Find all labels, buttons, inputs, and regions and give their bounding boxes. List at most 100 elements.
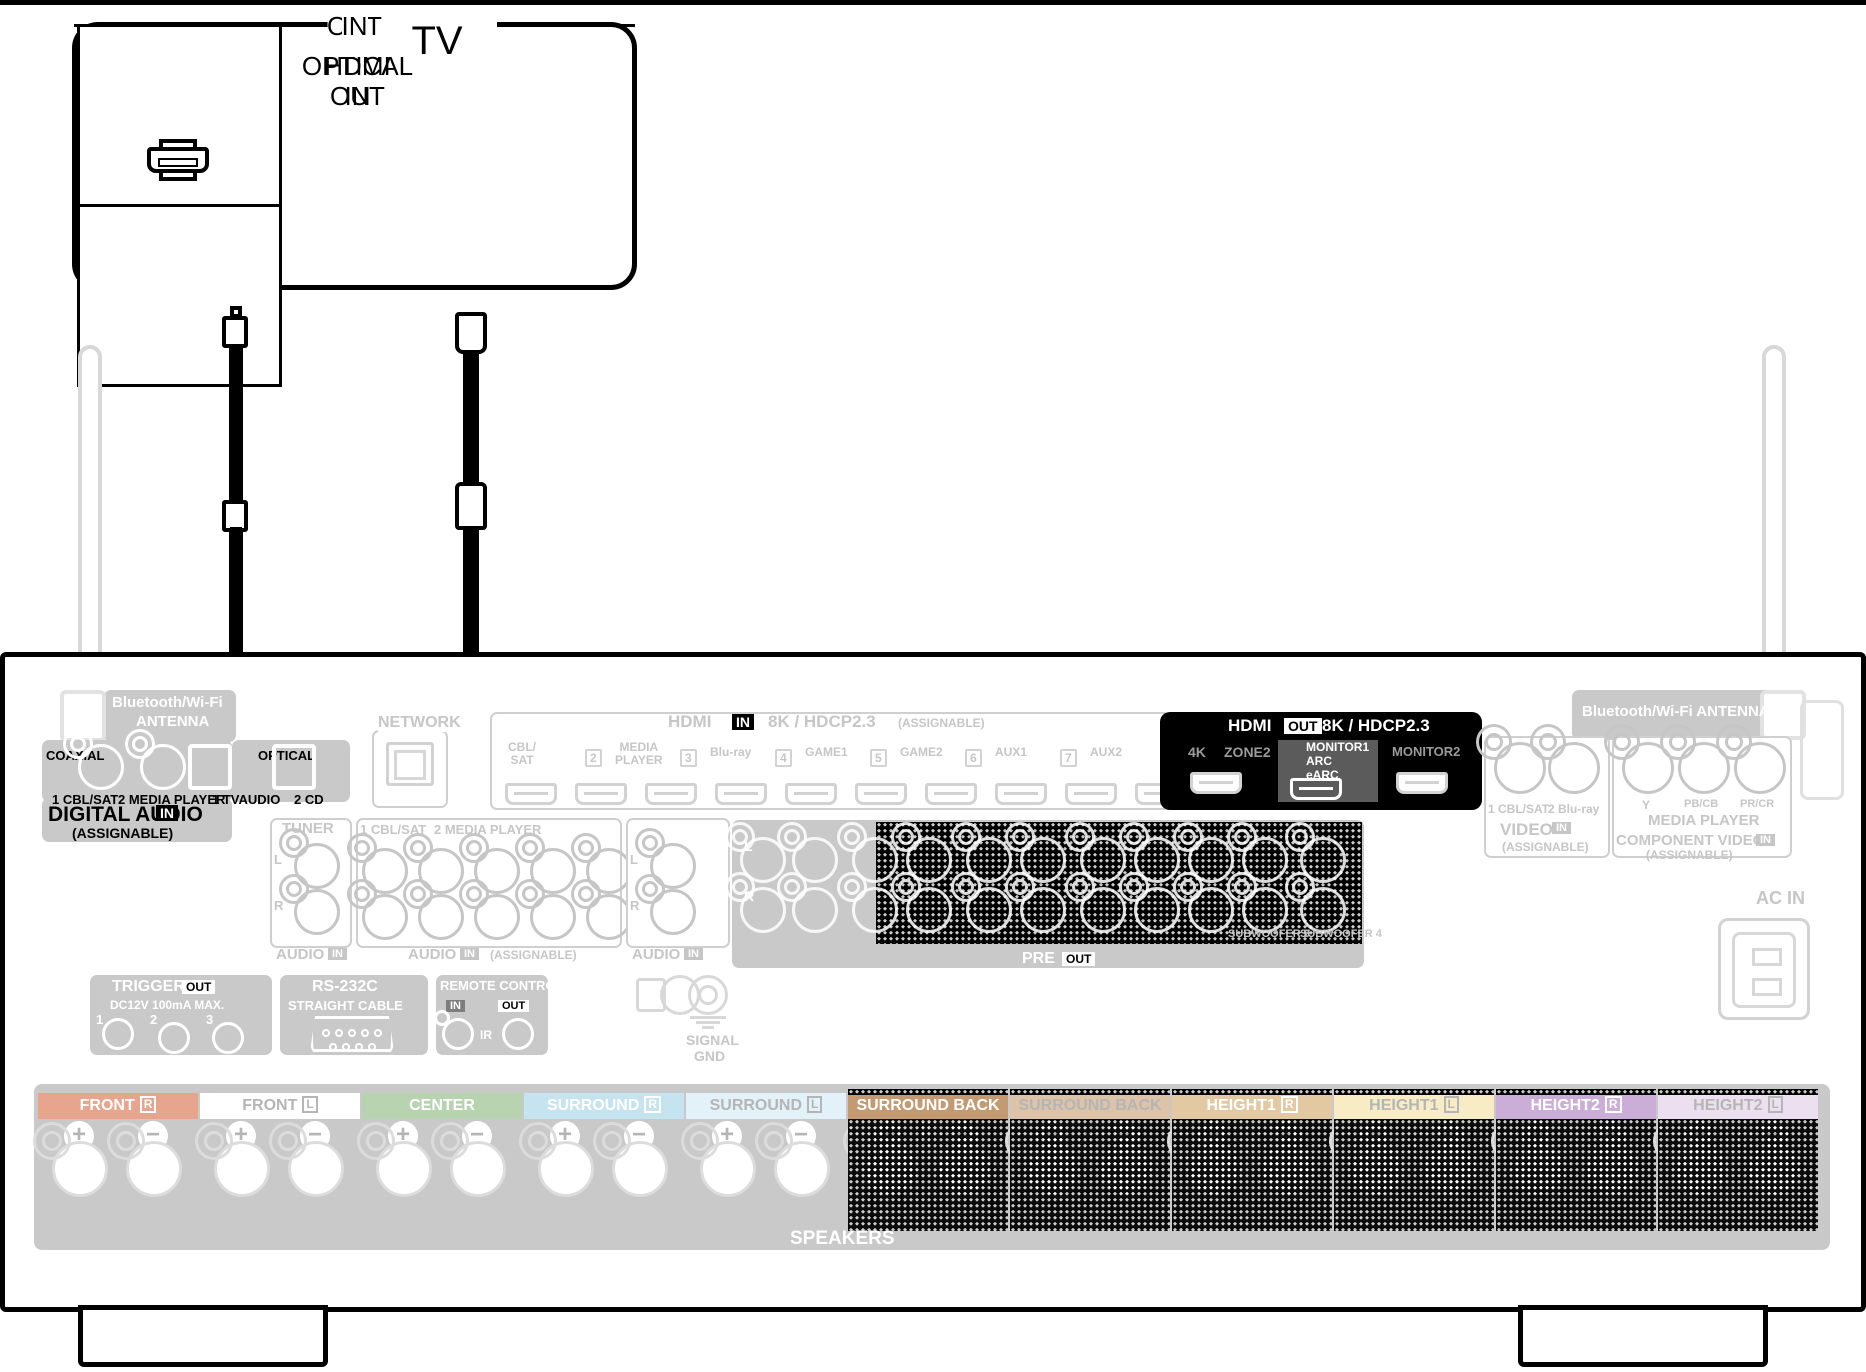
trigger-out-jack-1[interactable] <box>102 1018 134 1050</box>
hdmi-in-port-label-10: AUX1 <box>995 745 1028 759</box>
db9-pin-top-3 <box>361 1029 369 1037</box>
component-video-tag: IN <box>1756 834 1775 846</box>
speaker-terminal-mask-10 <box>1658 1119 1818 1231</box>
hdmi-in-port-3[interactable] <box>715 783 767 805</box>
speaker-terminal-mask-9 <box>1496 1119 1656 1231</box>
hdmi-in-spec: 8K / HDCP2.3 <box>768 712 876 731</box>
receiver-foot-left <box>78 1305 328 1367</box>
ac-in-pin-2 <box>1752 978 1782 996</box>
ground-terminal-ring3 <box>698 985 718 1005</box>
trigger-out-title: TRIGGER <box>112 978 185 995</box>
db9-pin-top-4 <box>374 1029 382 1037</box>
hdmi-in-port-8[interactable] <box>1065 783 1117 805</box>
speaker-terminal-channel-4: L <box>807 1096 823 1113</box>
audio-in-tuner-right: R <box>274 898 284 913</box>
rs232c-block <box>280 975 428 1055</box>
optical-jack-1-tvaudio[interactable] <box>188 744 232 790</box>
remote-control-title: REMOTE CONTROL <box>440 978 564 993</box>
trigger-out-jack-2[interactable] <box>158 1022 190 1054</box>
pre-out-left: L <box>744 838 753 854</box>
remote-control-out-tag: OUT <box>498 1000 530 1012</box>
digital-audio-title-block <box>42 798 232 842</box>
audio-in-tuner-tag: IN <box>328 948 347 960</box>
hdmi-in-port-5[interactable] <box>855 783 907 805</box>
hdmi-out-spec: 8K / HDCP2.3 <box>1322 716 1430 735</box>
remote-control-out-jack[interactable] <box>502 1018 534 1050</box>
hdmi-in-port-6[interactable] <box>925 783 977 805</box>
digital-audio-title: DIGITAL AUDIO <box>48 803 203 826</box>
trigger-out-tag: OUT <box>182 980 216 994</box>
remote-control-in-tag: IN <box>446 1000 465 1012</box>
network-label: NETWORK <box>378 714 461 732</box>
db9-pin-bottom-0 <box>329 1043 337 1051</box>
antenna-left[interactable] <box>78 345 102 670</box>
pre-out-title: PRE <box>1022 950 1055 967</box>
speaker-terminal-channel-1: L <box>302 1096 318 1113</box>
trigger-out-port-2-label: 3 <box>206 1012 214 1027</box>
hdmi-in-port-1[interactable] <box>575 783 627 805</box>
hdmi-in-port-label-12: AUX2 <box>1090 745 1123 759</box>
ac-in-pin-1 <box>1752 948 1782 966</box>
speaker-terminal-mask-top-8 <box>1334 1089 1494 1095</box>
receiver-foot-right <box>1518 1305 1768 1367</box>
digital-audio-jack-label-3: 2 CD <box>294 792 324 807</box>
rs232c-title: RS-232C <box>312 978 378 995</box>
hdmi-in-port-4[interactable] <box>785 783 837 805</box>
audio-in-assignable-jack-0: 1 CBL/SAT <box>360 822 427 837</box>
ground-terminal-ring2 <box>688 975 728 1015</box>
antenna-right-socket[interactable] <box>1760 690 1806 740</box>
db9-pin-top-1 <box>335 1029 343 1037</box>
audio-in-right-tag: IN <box>684 948 703 960</box>
trigger-out-port-0-label: 1 <box>96 1012 104 1027</box>
hdmi-in-port-label-1: 2 <box>585 749 602 767</box>
hdmi-in-port-7[interactable] <box>995 783 1047 805</box>
component-video-note: (ASSIGNABLE) <box>1646 848 1733 862</box>
tv-optical-label-2: OUT <box>330 81 385 111</box>
speaker-terminal-mask-top-7 <box>1172 1089 1332 1095</box>
speaker-terminal-mask-top-5 <box>848 1089 1008 1095</box>
hdmi-port-icon[interactable] <box>147 147 209 173</box>
speaker-terminal-channel-8: L <box>1443 1096 1459 1113</box>
signal-gnd-label-2: GND <box>694 1048 726 1064</box>
hdmi-out-direction-tag: OUT <box>1284 718 1322 734</box>
component-video-jack-label-1: PB/CB <box>1684 798 1719 810</box>
rs232c-subtitle: STRAIGHT CABLE <box>288 998 403 1013</box>
hdmi-out-port-0-sub: ZONE2 <box>1224 744 1271 760</box>
hdmi-out-port-1-label: MONITOR1 <box>1306 740 1370 754</box>
speaker-terminal-mask-5 <box>848 1119 1008 1231</box>
component-video-jack-label-0: Y <box>1642 798 1651 812</box>
hdmi-out-port-monitor1[interactable] <box>1290 778 1342 800</box>
hdmi-in-port-2[interactable] <box>645 783 697 805</box>
digital-audio-jack-label-2: 1 TVAUDIO <box>212 792 281 807</box>
hdmi-in-port-label-11: 7 <box>1060 749 1077 767</box>
audio-in-right-group-label: AUDIO <box>632 946 681 963</box>
digital-audio-direction-tag: IN <box>156 805 178 821</box>
optical-jack-2-cd[interactable] <box>272 744 316 790</box>
video-in-title: VIDEO <box>1500 820 1553 839</box>
ground-symbol <box>690 1016 726 1030</box>
video-in-tag: IN <box>1552 822 1571 834</box>
hdmi-out-port-4k-zone2[interactable] <box>1190 772 1242 794</box>
hdmi-in-port-label-6: GAME1 <box>805 745 848 759</box>
hdmi-in-direction-tag: IN <box>732 714 754 730</box>
db9-pin-top-2 <box>348 1029 356 1037</box>
digital-audio-optical-block <box>232 740 350 802</box>
speaker-terminal-mask-top-10 <box>1658 1089 1818 1095</box>
hdmi-in-port-label-5: 4 <box>775 749 792 767</box>
video-in-note: (ASSIGNABLE) <box>1502 840 1589 854</box>
audio-in-tuner-group-label: AUDIO <box>276 946 325 963</box>
speaker-terminal-mask-7 <box>1172 1119 1332 1231</box>
antenna-right[interactable] <box>1762 345 1786 670</box>
antenna-left-label-1: Bluetooth/Wi-Fi <box>112 694 223 711</box>
trigger-out-jack-3[interactable] <box>212 1022 244 1054</box>
speaker-terminal-header-6: SURROUND BACKL <box>1010 1093 1170 1139</box>
pre-out-channel-1: SUBWOOFER 4 <box>1300 928 1382 940</box>
tv-device: TV OUT OPTICAL OUT IN HDMI IN <box>72 11 637 387</box>
hdmi-in-port-0[interactable] <box>505 783 557 805</box>
hdmi-out-port-monitor2[interactable] <box>1396 772 1448 794</box>
trigger-out-port-1-label: 2 <box>150 1012 158 1027</box>
db9-pin-bottom-1 <box>342 1043 350 1051</box>
